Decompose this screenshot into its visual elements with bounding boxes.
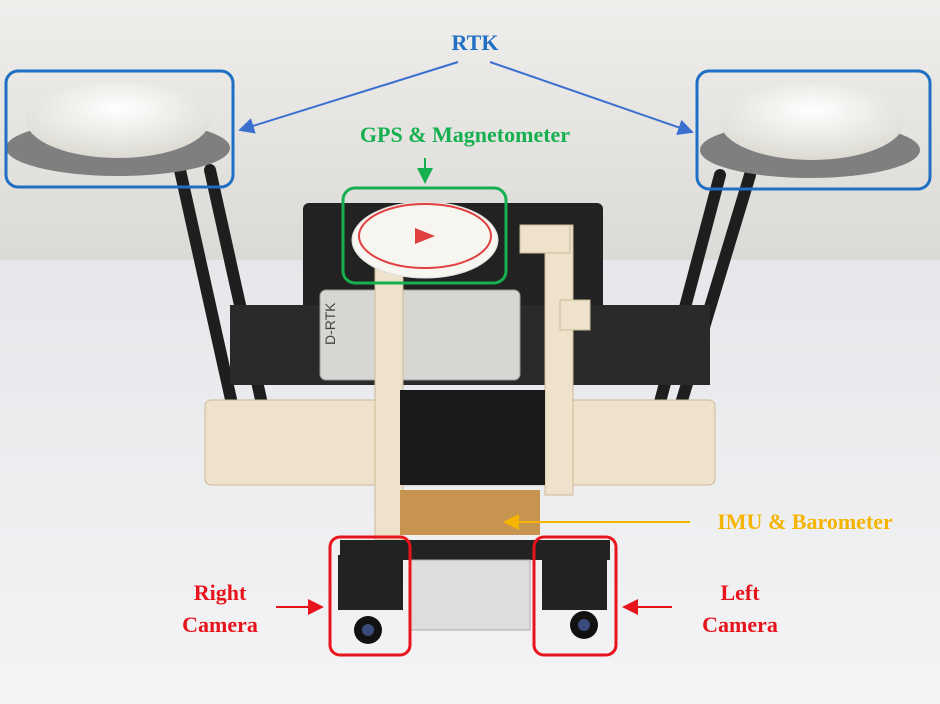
electronics bbox=[400, 390, 545, 485]
left-camera-box bbox=[532, 535, 618, 657]
gps-box bbox=[341, 186, 508, 285]
imu-barometer-label: IMU & Barometer bbox=[717, 509, 893, 534]
d-rtk-label: D-RTK bbox=[322, 302, 338, 345]
right-rtk-antenna bbox=[700, 84, 920, 178]
left-rtk-antenna bbox=[6, 82, 230, 176]
right-camera-body bbox=[338, 555, 403, 644]
rtk-right-arrow bbox=[489, 61, 694, 135]
right-camera-label: Right Camera bbox=[160, 577, 280, 641]
left-camera-label: Left Camera bbox=[680, 577, 800, 641]
right-camera-label-line2: Camera bbox=[182, 612, 258, 637]
rtk-left-arrow bbox=[238, 61, 459, 134]
gps-magnetometer-label: GPS & Magnetometer bbox=[359, 122, 571, 147]
rtk-left-box bbox=[4, 69, 235, 189]
left-camera-body bbox=[542, 555, 607, 639]
left-camera-label-line1: Left bbox=[720, 580, 760, 605]
imu-board bbox=[400, 490, 540, 535]
rtk-label: RTK bbox=[451, 30, 499, 55]
rtk-right-box bbox=[695, 69, 932, 191]
gps-antenna bbox=[351, 201, 499, 279]
left-camera-label-line2: Camera bbox=[702, 612, 778, 637]
d-rtk-box bbox=[319, 289, 521, 381]
right-camera-box bbox=[328, 535, 412, 657]
battery-pack bbox=[409, 559, 531, 631]
right-camera-label-line1: Right bbox=[193, 580, 247, 605]
